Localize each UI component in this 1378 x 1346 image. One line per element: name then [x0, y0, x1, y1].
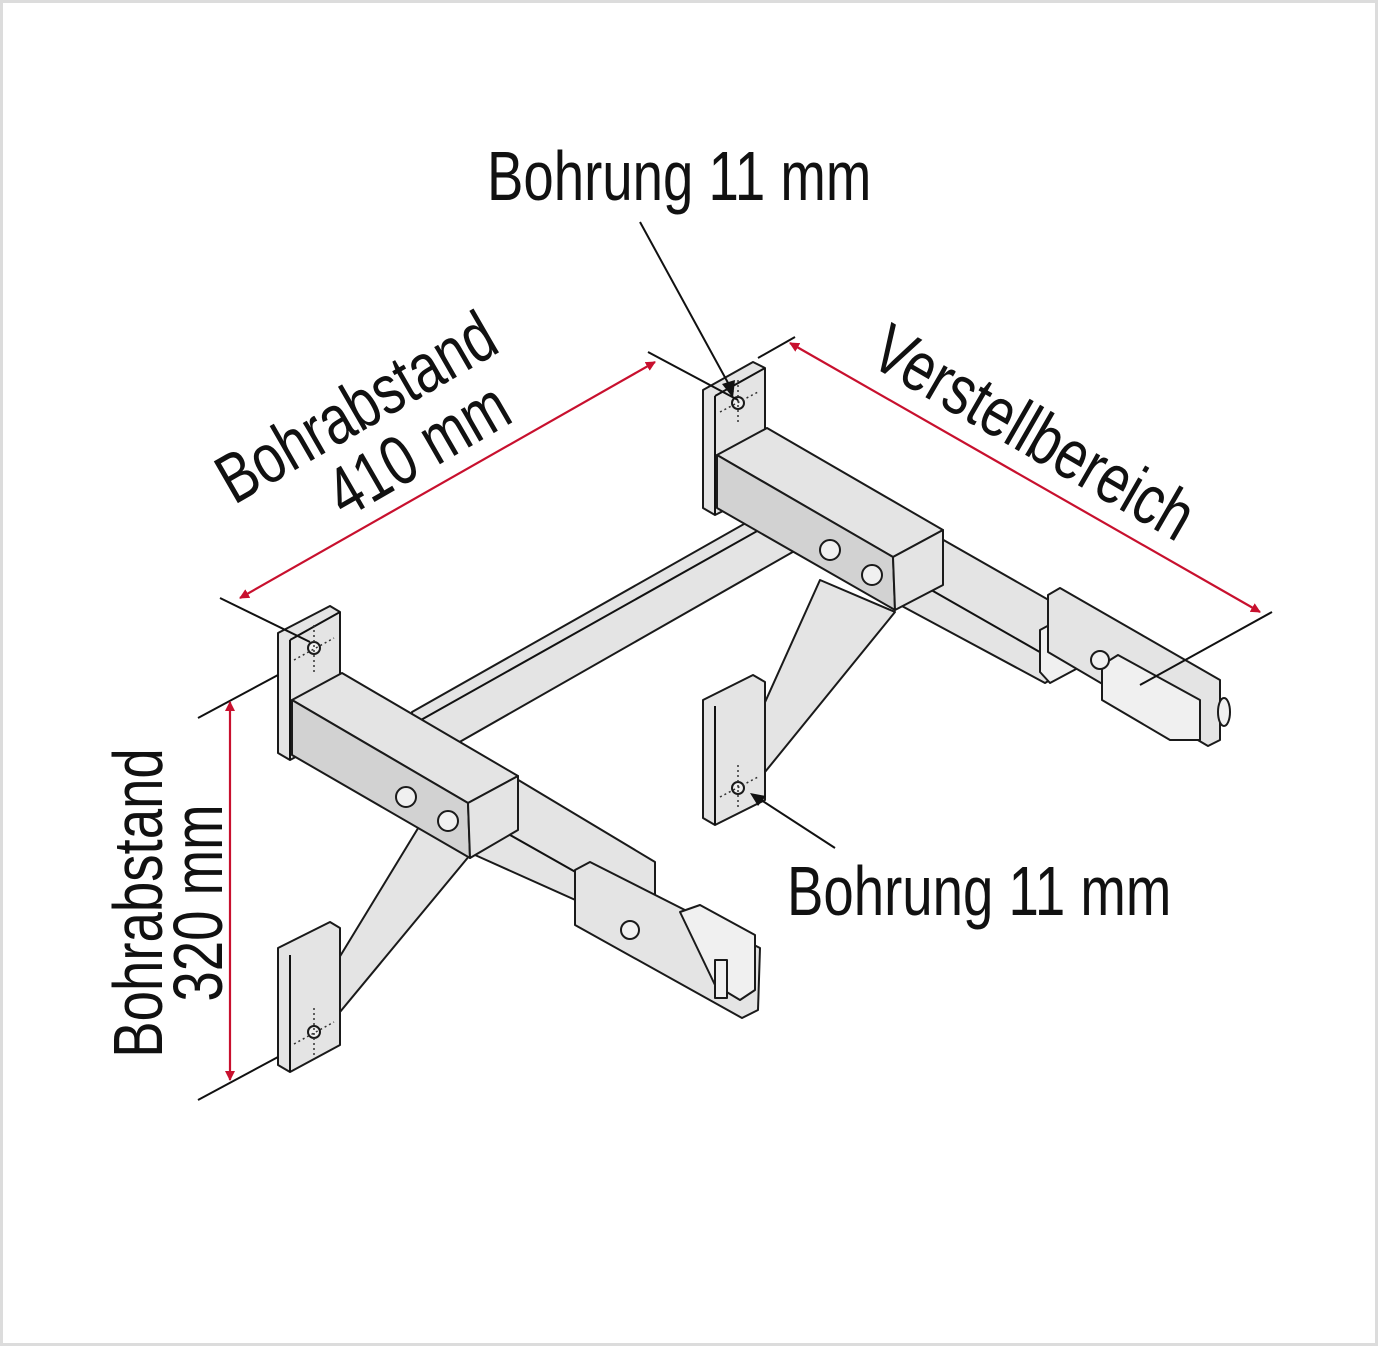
bottom-hole-leader — [757, 797, 836, 849]
hole-icon — [307, 1025, 321, 1039]
right-clamp — [1047, 587, 1231, 747]
horizontal-spacing-arrow — [239, 361, 656, 599]
bolt-icon — [437, 810, 459, 832]
adjustment-range-arrow — [789, 342, 1261, 613]
wing-nut-icon — [1090, 650, 1110, 670]
vertical-spacing-value: 320 mm — [160, 804, 238, 1001]
bolt-icon — [819, 539, 841, 561]
bolt-icon — [861, 564, 883, 586]
top-hole-leader — [639, 221, 734, 393]
vertical-spacing-title: Bohrabstand — [100, 748, 178, 1058]
left-clamp — [574, 861, 761, 1019]
dimension-lines — [197, 221, 1273, 1101]
hole-icon — [307, 641, 321, 655]
right-brace — [702, 579, 896, 826]
top-hole-label: Bohrung 11 mm — [487, 138, 871, 216]
bottom-hole-label: Bohrung 11 mm — [787, 853, 1171, 931]
left-brace — [277, 824, 471, 1073]
wing-nut-icon — [620, 920, 640, 940]
bolt-icon — [395, 786, 417, 808]
